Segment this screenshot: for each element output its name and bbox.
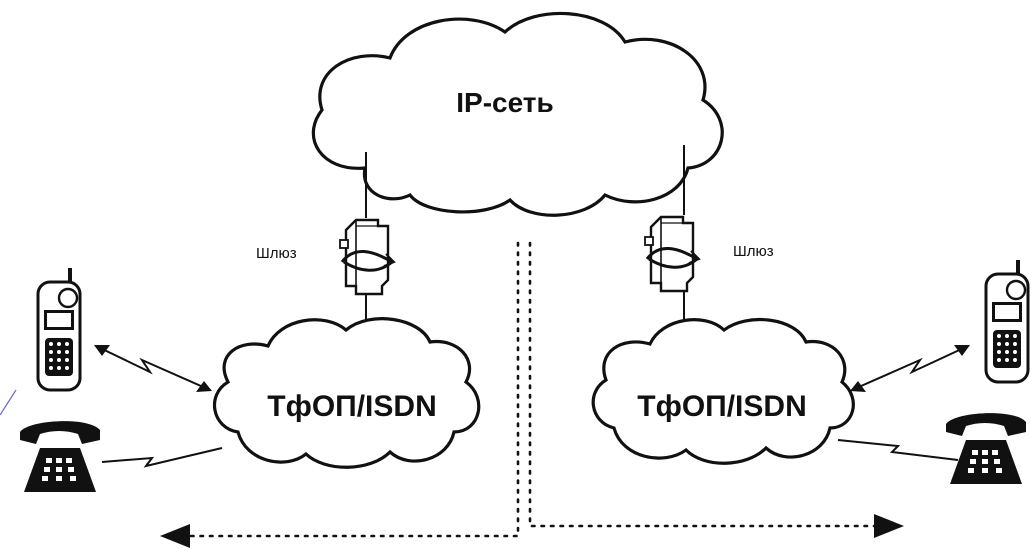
radio-link-left	[94, 345, 212, 392]
mobile-phone-icon	[984, 260, 1030, 384]
desk-phone-left	[20, 421, 100, 492]
pstn-cloud-left: ТфОП/ISDN	[212, 317, 481, 469]
desk-phone-right	[946, 413, 1026, 484]
mobile-phone-right	[984, 260, 1030, 384]
gateway-left: Шлюз	[256, 218, 396, 296]
radio-link-right	[850, 345, 970, 392]
call-path-left-arrowhead	[160, 524, 190, 548]
ip-network-cloud: IP-сеть	[311, 11, 724, 217]
call-path-right-arrowhead	[874, 514, 904, 538]
call-path	[160, 241, 904, 548]
gateway-left-label: Шлюз	[256, 245, 297, 262]
pstn-left-label: ТфОП/ISDN	[267, 390, 436, 423]
wired-link-left	[101, 447, 223, 468]
mobile-phone-icon	[36, 268, 82, 392]
call-path-left	[180, 241, 520, 538]
pstn-cloud-right: ТфОП/ISDN	[591, 317, 855, 465]
pstn-right-label: ТфОП/ISDN	[637, 390, 806, 423]
ip-network-label: IP-сеть	[456, 87, 553, 118]
call-path-right	[528, 241, 882, 528]
gateway-right-label: Шлюз	[733, 243, 774, 260]
desk-phone-icon	[946, 413, 1026, 484]
gateway-icon	[644, 215, 701, 293]
edge-line	[0, 389, 17, 416]
wired-link-right	[837, 439, 959, 461]
gateway-icon	[339, 218, 396, 296]
gateway-right: Шлюз	[644, 215, 774, 293]
mobile-phone-left	[36, 268, 82, 392]
desk-phone-icon	[20, 421, 100, 492]
